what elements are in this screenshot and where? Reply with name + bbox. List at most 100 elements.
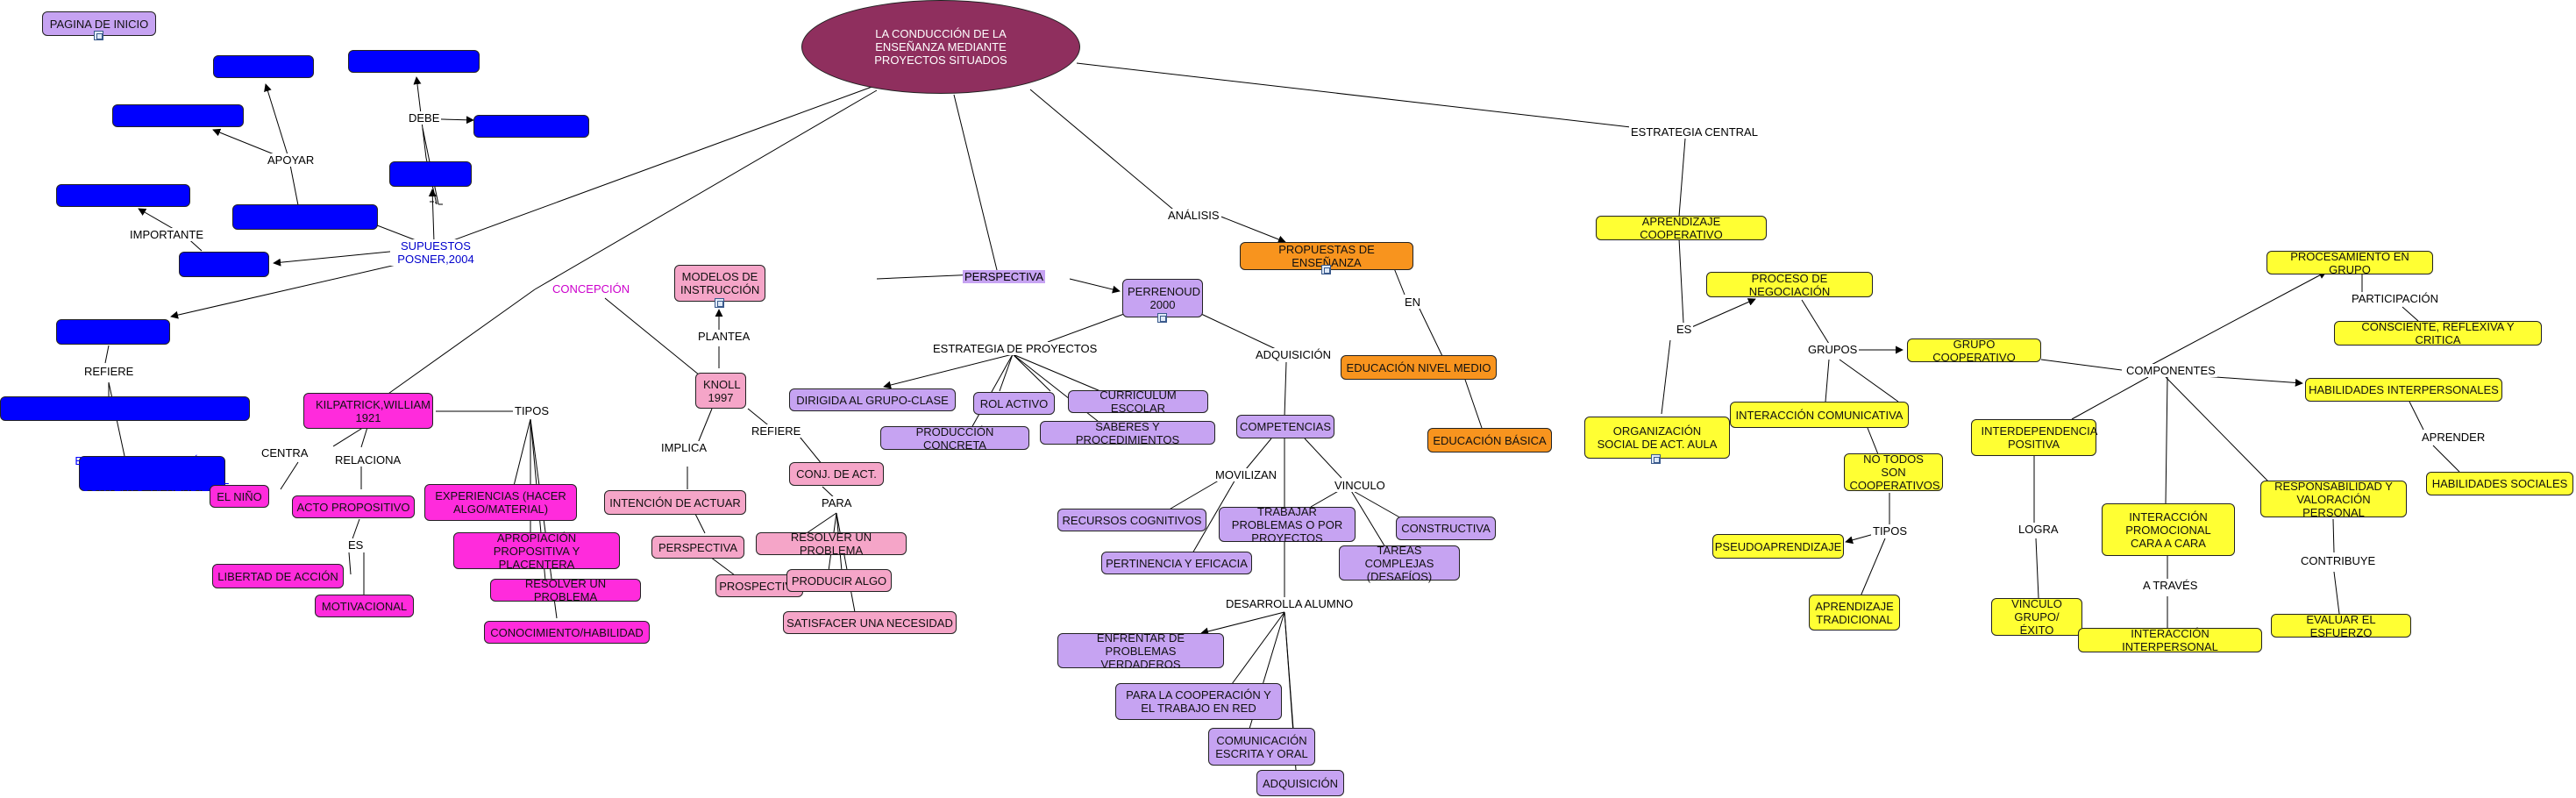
link-icon[interactable] <box>1157 313 1167 323</box>
organizacion-social-node[interactable]: ORGANIZACIÓN SOCIAL DE ACT. AULA <box>1584 417 1730 459</box>
competencias-node[interactable]: COMPETENCIAS <box>1236 415 1334 438</box>
conj-act-node[interactable]: CONJ. DE ACT. <box>789 462 884 486</box>
blue-node-el-enfoque[interactable]: EL ENFOQUE <box>179 252 269 277</box>
acto-propositivo-node[interactable]: ACTO PROPOSITIVO <box>292 495 415 518</box>
constructiva-node[interactable]: CONSTRUCTIVA <box>1396 517 1496 540</box>
blue-node-aprendizaje-activo[interactable]: APRENDIZAJE ACTIVO <box>348 50 480 73</box>
dirigida-node[interactable]: DIRIGIDA AL GRUPO-CLASE <box>789 388 956 411</box>
el-nino-node[interactable]: EL NIÑO <box>210 485 269 508</box>
modelos-instruccion-label: MODELOS DE INSTRUCCIÓN <box>680 270 760 296</box>
label-supuestos: SUPUESTOS POSNER,2004 <box>390 239 481 266</box>
label-a-traves: A TRAVÉS <box>2141 579 2200 592</box>
grupo-cooperativo-node[interactable]: GRUPO COOPERATIVO <box>1907 337 2041 364</box>
blue-node-ser-flexible[interactable]: SER FLEXIBLE Y ABIERTO <box>473 113 589 139</box>
no-todos-cooperativos-node[interactable]: NO TODOS SON COOPERATIVOS <box>1844 452 1943 492</box>
comunicacion-node[interactable]: COMUNICACIÓN ESCRITA Y ORAL <box>1208 728 1315 766</box>
aprendizaje-cooperativo-node[interactable]: APRENDIZAJE COOPERATIVO <box>1596 215 1767 241</box>
resolver-problema-mag-label: RESOLVER UN PROBLEMA <box>524 577 607 603</box>
blue-node-el-curriculum[interactable]: EL CURRICULUM <box>389 161 472 188</box>
curriculum-escolar-node[interactable]: CURRICULUM ESCOLAR <box>1068 388 1208 415</box>
perspectiva-pink-node[interactable]: PERSPECTIVA <box>651 536 744 559</box>
rol-activo-node[interactable]: ROL ACTIVO <box>973 392 1055 415</box>
perrenoud-node[interactable]: PERRENOUD 2000 <box>1122 279 1203 317</box>
educacion-basica-node[interactable]: EDUCACIÓN BÁSICA <box>1427 428 1552 452</box>
kilpatrick-node[interactable]: KILPATRICK,WILLIAM 1921 <box>303 393 433 429</box>
link-icon[interactable] <box>1321 265 1331 274</box>
no-todos-cooperativos-label: NO TODOS SON COOPERATIVOS <box>1849 452 1940 492</box>
conocimiento-node[interactable]: CONOCIMIENTO/HABILIDAD <box>484 621 650 644</box>
proceso-negociacion-node[interactable]: PROCESO DE NEGOCIACIÓN <box>1706 271 1873 298</box>
motivacional-node[interactable]: MOTIVACIONAL <box>315 595 414 617</box>
vinculo-grupo-node[interactable]: VINCULO GRUPO/ÉXITO <box>1991 597 2082 637</box>
blue-node-experiencia-contexto[interactable]: EXPERIENCIA EN EL CONTEXTO ESPECÍFICO DE… <box>75 454 229 494</box>
blue-node-experiencial[interactable]: EXPERIENCIAL <box>56 319 170 345</box>
nivel-medio-label: EDUCACIÓN NIVEL MEDIO <box>1346 360 1491 374</box>
intencion-actuar-node[interactable]: INTENCIÓN DE ACTUAR <box>604 490 746 515</box>
trabajar-problemas-node[interactable]: TRABAJAR PROBLEMAS O POR PROYECTOS <box>1219 504 1356 545</box>
resolver-problema-pink-node[interactable]: RESOLVER UN PROBLEMA <box>756 531 907 557</box>
label-aprender: APRENDER <box>2420 431 2487 444</box>
responsabilidad-node[interactable]: RESPONSABILIDAD Y VALORACIÓN PERSONAL <box>2260 480 2407 519</box>
experiencias-node[interactable]: EXPERIENCIAS (HACER ALGO/MATERIAL) <box>424 484 577 521</box>
link-icon[interactable] <box>715 298 724 308</box>
root-topic-node[interactable]: LA CONDUCCIÓN DE LA ENSEÑANZA MEDIANTE P… <box>801 0 1080 94</box>
habilidades-interpersonales-node[interactable]: HABILIDADES INTERPERSONALES <box>2305 378 2502 402</box>
proceso-negociacion-label: PROCESO DE NEGOCIACIÓN <box>1748 271 1831 298</box>
blue-node-aprendizaje-experiencial[interactable]: APRENDIZAJE EXPERIENCIAL <box>0 396 250 421</box>
modelos-instruccion-node[interactable]: MODELOS DE INSTRUCCIÓN <box>674 265 765 302</box>
pagina-inicio-label: PAGINA DE INICIO <box>49 17 149 31</box>
link-icon[interactable] <box>94 31 103 40</box>
interaccion-comunicativa-node[interactable]: INTERACCIÓN COMUNICATIVA <box>1730 402 1909 428</box>
label-apoyar: APOYAR <box>266 153 317 167</box>
interaccion-promocional-node[interactable]: INTERACCIÓN PROMOCIONAL CARA A CARA <box>2102 503 2235 556</box>
habilidades-interpersonales-label: HABILIDADES INTERPERSONALES <box>2309 383 2499 396</box>
blue-node-label: EXPERIENCIAL <box>71 325 155 338</box>
label-componentes: COMPONENTES <box>2124 364 2217 377</box>
producir-algo-label: PRODUCIR ALGO <box>791 574 887 588</box>
produccion-concreta-node[interactable]: PRODUCCIÓN CONCRETA <box>880 425 1029 452</box>
recursos-cognitivos-node[interactable]: RECURSOS COGNITIVOS <box>1057 509 1206 531</box>
cooperacion-red-node[interactable]: PARA LA COOPERACIÓN Y EL TRABAJO EN RED <box>1115 683 1282 720</box>
label-contribuye: CONTRIBUYE <box>2299 554 2378 567</box>
grupo-cooperativo-label: GRUPO COOPERATIVO <box>1932 337 2016 364</box>
link-icon[interactable] <box>1651 454 1661 464</box>
educacion-basica-label: EDUCACIÓN BÁSICA <box>1433 433 1547 447</box>
pseudoaprendizaje-node[interactable]: PSEUDOAPRENDIZAJE <box>1712 534 1844 559</box>
satisfacer-node[interactable]: SATISFACER UNA NECESIDAD <box>783 611 957 634</box>
nivel-medio-node[interactable]: EDUCACIÓN NIVEL MEDIO <box>1341 355 1497 380</box>
libertad-accion-node[interactable]: LIBERTAD DE ACCIÓN <box>212 564 344 588</box>
label-refiere-knoll: REFIERE <box>750 424 803 438</box>
tareas-complejas-node[interactable]: TAREAS COMPLEJAS (DESAFÍOS) <box>1339 544 1460 583</box>
habilidades-sociales-label: HABILIDADES SOCIALES <box>2431 477 2568 490</box>
adquisicion-node[interactable]: ADQUISICIÓN <box>1256 770 1344 796</box>
interdependencia-node[interactable]: INTERDEPENDENCIA POSITIVA <box>1971 419 2098 456</box>
adquisicion-node-label: ADQUISICIÓN <box>1263 776 1338 790</box>
conj-act-label: CONJ. DE ACT. <box>796 467 877 481</box>
enfrentar-node[interactable]: ENFRENTAR DE PROBLEMAS VERDADEROS <box>1057 631 1224 671</box>
interdependencia-label: INTERDEPENDENCIA POSITIVA <box>1981 424 2098 451</box>
satisfacer-label: SATISFACER UNA NECESIDAD <box>786 616 953 630</box>
resolver-problema-mag-node[interactable]: RESOLVER UN PROBLEMA <box>490 577 641 603</box>
consciente-node[interactable]: CONSCIENTE, REFLEXIVA Y CRITICA <box>2334 320 2542 346</box>
knoll-node[interactable]: KNOLL 1997 <box>695 373 746 409</box>
apropiacion-node[interactable]: APROPIACIÓN PROPOSITIVA Y PLACENTERA <box>453 531 620 571</box>
blue-node-rol-alumno[interactable]: ROL DEL ALUMNO <box>213 53 314 80</box>
procesamiento-grupo-node[interactable]: PROCESAMIENTO EN GRUPO <box>2266 250 2433 276</box>
evaluar-esfuerzo-node[interactable]: EVALUAR EL ESFUERZO <box>2271 612 2411 639</box>
blue-node-label: CONTEXTO SOCIAL <box>124 109 232 123</box>
label-concepcion: CONCEPCIÓN <box>551 282 632 296</box>
rol-activo-label: ROL ACTIVO <box>979 396 1049 410</box>
saberes-node[interactable]: SABERES Y PROCEDIMIENTOS <box>1040 420 1215 446</box>
blue-node-desarrollo-alumno[interactable]: EL DESARROLLO DEL ALUMNO <box>56 182 190 209</box>
producir-algo-node[interactable]: PRODUCIR ALGO <box>786 569 892 592</box>
pertinencia-node[interactable]: PERTINENCIA Y EFICACIA <box>1101 552 1252 574</box>
blue-node-aprendizaje-significativo[interactable]: APRENDIZAJE SIGNIFICATIVO <box>232 204 378 231</box>
blue-node-contexto-social[interactable]: CONTEXTO SOCIAL <box>112 104 244 127</box>
interaccion-interpersonal-node[interactable]: INTERACCIÓN INTERPERSONAL <box>2078 627 2262 653</box>
label-en: EN <box>1403 296 1423 309</box>
habilidades-sociales-node[interactable]: HABILIDADES SOCIALES <box>2426 472 2573 495</box>
root-topic-label: LA CONDUCCIÓN DE LA ENSEÑANZA MEDIANTE P… <box>874 27 1007 67</box>
trabajar-problemas-label: TRABAJAR PROBLEMAS O POR PROYECTOS <box>1231 504 1343 545</box>
aprendizaje-tradicional-node[interactable]: APRENDIZAJE TRADICIONAL <box>1809 595 1900 631</box>
evaluar-esfuerzo-label: EVALUAR EL ESFUERZO <box>2306 612 2376 639</box>
